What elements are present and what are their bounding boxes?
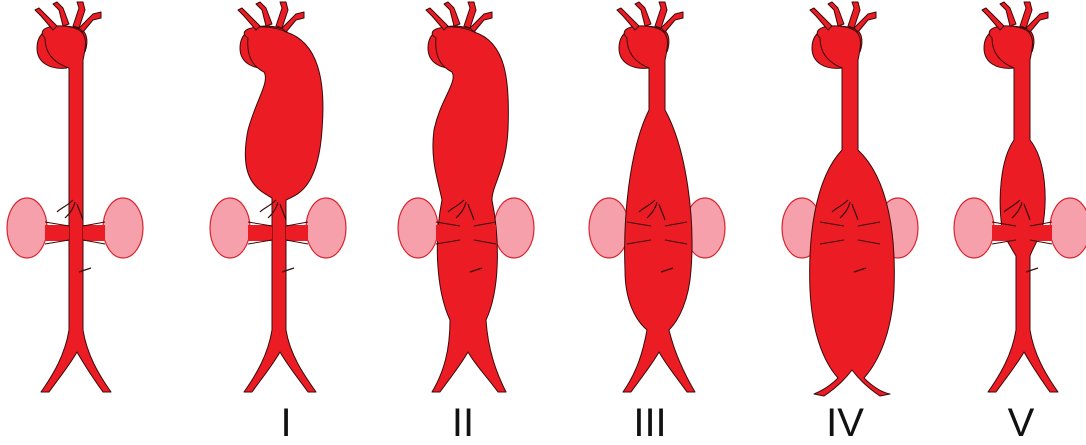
type-label-i: I bbox=[246, 403, 326, 443]
left-kidney bbox=[398, 198, 438, 258]
aorta-body bbox=[623, 26, 695, 392]
left-kidney bbox=[210, 198, 250, 258]
type-label-iv: IV bbox=[805, 403, 885, 443]
aorta-panel-type-ii bbox=[398, 2, 534, 392]
aorta-body bbox=[41, 26, 111, 392]
type-label-iii: III bbox=[610, 403, 690, 443]
right-kidney bbox=[494, 198, 534, 258]
aorta-panels bbox=[7, 2, 1086, 396]
left-kidney bbox=[954, 198, 994, 258]
aorta-body bbox=[988, 26, 1058, 392]
right-kidney bbox=[306, 198, 346, 258]
type-label-ii: II bbox=[423, 403, 503, 443]
aorta-panel-type-iv bbox=[782, 2, 918, 396]
aorta-panel-type-iii bbox=[589, 2, 725, 392]
right-kidney bbox=[1050, 198, 1086, 258]
left-kidney bbox=[7, 198, 47, 258]
left-kidney bbox=[589, 198, 629, 258]
aorta-body bbox=[810, 26, 895, 396]
right-kidney bbox=[103, 198, 143, 258]
aorta-panel-type-i bbox=[210, 2, 346, 392]
aorta-panel-normal bbox=[7, 2, 143, 392]
aorta-panel-type-v bbox=[954, 2, 1086, 392]
type-label-v: V bbox=[981, 403, 1061, 443]
